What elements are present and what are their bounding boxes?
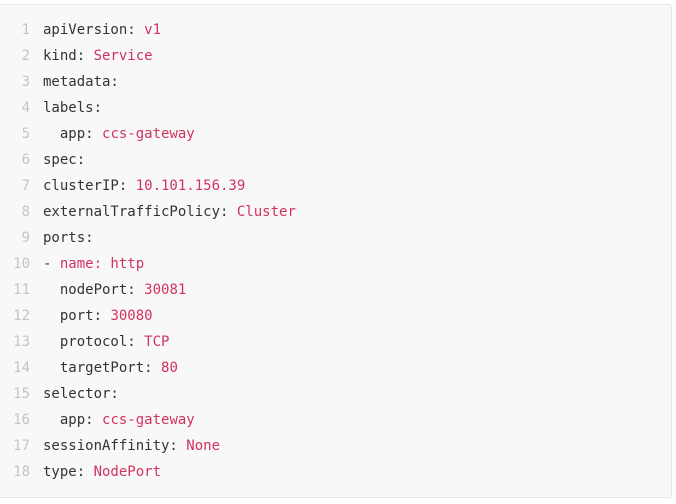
line-number: 2 — [21, 48, 30, 64]
line-content: kind: Service — [30, 43, 153, 69]
line-content: nodePort: 30081 — [30, 277, 186, 303]
code-line: 11 nodePort: 30081 — [0, 277, 671, 303]
yaml-key: kind: — [43, 48, 94, 64]
yaml-value: 10.101.156.39 — [135, 178, 246, 194]
yaml-key: port: — [43, 308, 111, 324]
line-content: clusterIP: 10.101.156.39 — [30, 173, 245, 199]
yaml-value: 30081 — [144, 282, 187, 298]
yaml-key: protocol: — [43, 334, 145, 350]
line-number: 7 — [21, 178, 30, 194]
yaml-key: app: — [43, 412, 103, 428]
yaml-key: apiVersion: — [43, 22, 145, 38]
line-number: 15 — [13, 386, 30, 402]
yaml-value: TCP — [144, 334, 170, 350]
yaml-value: name: http — [59, 256, 145, 272]
line-number: 9 — [21, 230, 30, 246]
line-content: externalTrafficPolicy: Cluster — [30, 199, 296, 225]
yaml-value: 80 — [161, 360, 178, 376]
line-content: app: ccs-gateway — [30, 121, 195, 147]
yaml-key: nodePort: — [43, 282, 145, 298]
code-line: 10- name: http — [0, 251, 671, 277]
line-content: type: NodePort — [30, 459, 161, 485]
yaml-value: ccs-gateway — [102, 126, 195, 142]
line-number: 13 — [13, 334, 30, 350]
line-number: 16 — [13, 412, 30, 428]
yaml-key: app: — [43, 126, 103, 142]
code-line: 16 app: ccs-gateway — [0, 407, 671, 433]
line-number: 17 — [13, 438, 30, 454]
yaml-value: None — [186, 438, 221, 454]
code-line: 4 labels: — [0, 95, 671, 121]
line-number: 14 — [13, 360, 30, 376]
yaml-key: externalTrafficPolicy: — [43, 204, 237, 220]
line-number: 3 — [21, 74, 30, 90]
line-number: 4 — [21, 100, 30, 116]
line-number: 8 — [21, 204, 30, 220]
yaml-key: clusterIP: — [43, 178, 136, 194]
yaml-key: - — [43, 256, 60, 272]
line-content: ports: — [30, 225, 94, 251]
line-number: 10 — [13, 256, 30, 272]
yaml-key: spec: — [43, 152, 86, 168]
yaml-key: sessionAffinity: — [43, 438, 187, 454]
yaml-value: NodePort — [93, 464, 162, 480]
yaml-key: selector: — [43, 386, 119, 402]
code-line: 3 metadata: — [0, 69, 671, 95]
line-content: apiVersion: v1 — [30, 17, 161, 43]
yaml-value: v1 — [144, 22, 162, 38]
yaml-value: Service — [93, 48, 153, 64]
line-content: port: 30080 — [30, 303, 153, 329]
line-number: 6 — [21, 152, 30, 168]
yaml-value: 30080 — [110, 308, 153, 324]
line-content: app: ccs-gateway — [30, 407, 195, 433]
yaml-value: Cluster — [236, 204, 296, 220]
code-line: 5 app: ccs-gateway — [0, 121, 671, 147]
line-content: spec: — [30, 147, 85, 173]
code-line: 14 targetPort: 80 — [0, 355, 671, 381]
line-content: targetPort: 80 — [30, 355, 178, 381]
code-line: 6 spec: — [0, 147, 671, 173]
line-content: sessionAffinity: None — [30, 433, 220, 459]
yaml-key: metadata: — [43, 74, 119, 90]
code-line: 15 selector: — [0, 381, 671, 407]
line-content: selector: — [30, 381, 119, 407]
line-content: metadata: — [30, 69, 119, 95]
line-number: 5 — [21, 126, 30, 142]
line-number: 1 — [21, 22, 30, 38]
line-content: protocol: TCP — [30, 329, 170, 355]
yaml-value: ccs-gateway — [102, 412, 195, 428]
yaml-key: labels: — [43, 100, 103, 116]
line-content: labels: — [30, 95, 102, 121]
yaml-key: type: — [43, 464, 94, 480]
line-number: 11 — [13, 282, 30, 298]
line-number: 12 — [13, 308, 30, 324]
code-line: 13 protocol: TCP — [0, 329, 671, 355]
code-line: 9 ports: — [0, 225, 671, 251]
line-number: 18 — [13, 464, 30, 480]
line-content: - name: http — [30, 251, 144, 277]
code-line: 12 port: 30080 — [0, 303, 671, 329]
yaml-key: ports: — [43, 230, 94, 246]
yaml-key: targetPort: — [43, 360, 162, 376]
